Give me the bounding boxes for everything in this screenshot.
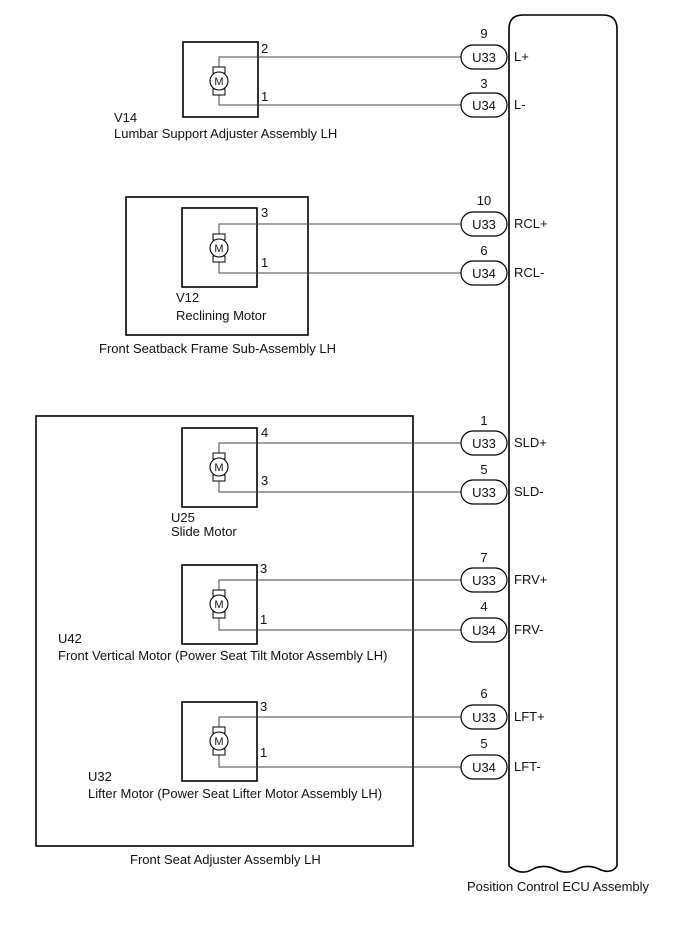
motor-u25-code: U25	[171, 510, 195, 525]
connector-u33-frv-plus	[460, 567, 508, 593]
signal-lft-minus: LFT-	[514, 759, 541, 774]
ecu-label: Position Control ECU Assembly	[467, 879, 650, 894]
motor-v14-name: Lumbar Support Adjuster Assembly LH	[114, 126, 337, 141]
ecu-pin-lft-minus: 5	[480, 736, 487, 751]
motor-v12-icon	[209, 238, 229, 258]
motor-v14-code: V14	[114, 110, 137, 125]
motor-v14-group: M 2 1 V14 Lumbar Support Adjuster Assemb…	[114, 26, 529, 141]
signal-rcl-plus: RCL+	[514, 216, 548, 231]
seat-adjuster-assembly-box	[35, 415, 414, 847]
signal-l-plus: L+	[514, 49, 529, 64]
motor-u42-group: M 3 1 U42 Front Vertical Motor (Power Se…	[58, 550, 547, 663]
motor-u32-pin-0: 3	[260, 699, 267, 714]
motor-u42-symbol: M	[214, 599, 223, 611]
connector-u33-sld-plus-label: U33	[472, 436, 496, 451]
signal-sld-plus: SLD+	[514, 435, 547, 450]
connector-u34-lft-minus	[460, 754, 508, 780]
motor-u25-wire-1	[218, 475, 463, 493]
connector-u33-l-plus	[460, 44, 508, 70]
motor-v12-name: Reclining Motor	[176, 308, 267, 323]
motor-v12-pin-1: 1	[261, 255, 268, 270]
motor-v12-wire-1	[218, 256, 463, 274]
motor-u25-pin-1: 3	[261, 473, 268, 488]
motor-u42-name: Front Vertical Motor (Power Seat Tilt Mo…	[58, 648, 387, 663]
ecu-pin-l-minus: 3	[480, 76, 487, 91]
ecu-pin-lft-plus: 6	[480, 686, 487, 701]
signal-frv-plus: FRV+	[514, 572, 547, 587]
connector-u33-rcl-plus	[460, 211, 508, 237]
motor-u25-pin-0: 4	[261, 425, 268, 440]
seatback-frame-assembly-label: Front Seatback Frame Sub-Assembly LH	[99, 341, 336, 356]
connector-u33-frv-plus-label: U33	[472, 573, 496, 588]
connector-u33-rcl-plus-label: U33	[472, 217, 496, 232]
signal-lft-plus: LFT+	[514, 709, 545, 724]
motor-u32-pin-1: 1	[260, 745, 267, 760]
motor-u42-icon	[209, 594, 229, 614]
motor-u42-pin-1: 1	[260, 612, 267, 627]
motor-u42-box	[181, 564, 258, 645]
motor-v12-box	[181, 207, 258, 288]
motor-v12-group: M 3 1 V12 Reclining Motor 10 U33 RCL+ 6 …	[176, 193, 548, 323]
connector-u34-rcl-minus	[460, 260, 508, 286]
motor-u42-pin-0: 3	[260, 561, 267, 576]
motor-u32-icon	[209, 731, 229, 751]
connector-u34-l-minus	[460, 92, 508, 118]
ecu-pin-frv-minus: 4	[480, 599, 487, 614]
motor-v12-code: V12	[176, 290, 199, 305]
motor-v14-wire-0	[218, 56, 463, 73]
ecu-pin-l-plus: 9	[480, 26, 487, 41]
connector-u33-lft-plus	[460, 704, 508, 730]
motor-v14-box	[182, 41, 259, 118]
ecu-pin-sld-minus: 5	[480, 462, 487, 477]
connector-u33-sld-plus	[460, 430, 508, 456]
connector-u33-sld-minus-label: U33	[472, 485, 496, 500]
connector-u34-lft-minus-label: U34	[472, 760, 496, 775]
motor-u32-name: Lifter Motor (Power Seat Lifter Motor As…	[88, 786, 382, 801]
connector-u34-rcl-minus-label: U34	[472, 266, 496, 281]
motor-u25-box	[181, 427, 258, 508]
connector-u34-l-minus-label: U34	[472, 98, 496, 113]
motor-v12-symbol: M	[214, 243, 223, 255]
motor-u32-wire-0	[218, 716, 463, 733]
motor-u32-wire-1	[218, 749, 463, 768]
motor-u25-wire-0	[218, 442, 463, 459]
motor-u32-box	[181, 701, 258, 782]
ecu-pin-rcl-minus: 6	[480, 243, 487, 258]
connector-u33-lft-plus-label: U33	[472, 710, 496, 725]
motor-u25-icon	[209, 457, 229, 477]
motor-u42-wire-0	[218, 579, 463, 596]
motor-u25-name: Slide Motor	[171, 524, 237, 539]
ecu-pin-sld-plus: 1	[480, 413, 487, 428]
signal-sld-minus: SLD-	[514, 484, 544, 499]
motor-v14-icon	[209, 71, 229, 91]
ecu-body	[508, 14, 618, 873]
motor-v14-symbol: M	[214, 76, 223, 88]
signal-l-minus: L-	[514, 97, 526, 112]
motor-u25-symbol: M	[214, 462, 223, 474]
connector-u33-sld-minus	[460, 479, 508, 505]
motor-v14-wire-1	[218, 89, 463, 106]
signal-frv-minus: FRV-	[514, 622, 543, 637]
connector-u33-l-plus-label: U33	[472, 50, 496, 65]
motor-v14-pin-0: 2	[261, 41, 268, 56]
connector-u34-frv-minus-label: U34	[472, 623, 496, 638]
motor-u32-symbol: M	[214, 736, 223, 748]
motor-u25-group: M 4 3 U25 Slide Motor 1 U33 SLD+ 5 U33 S…	[171, 413, 547, 539]
connector-u34-frv-minus	[460, 617, 508, 643]
seat-adjuster-assembly-label: Front Seat Adjuster Assembly LH	[130, 852, 321, 867]
motor-u42-code: U42	[58, 631, 82, 646]
motor-u32-code: U32	[88, 769, 112, 784]
motor-u32-group: M 3 1 U32 Lifter Motor (Power Seat Lifte…	[88, 686, 545, 801]
seatback-frame-assembly-box	[125, 196, 309, 336]
motor-u42-wire-1	[218, 612, 463, 631]
ecu-pin-frv-plus: 7	[480, 550, 487, 565]
signal-rcl-minus: RCL-	[514, 265, 544, 280]
ecu-pin-rcl-plus: 10	[477, 193, 491, 208]
motor-v12-pin-0: 3	[261, 205, 268, 220]
motor-v12-wire-0	[218, 223, 463, 240]
motor-v14-pin-1: 1	[261, 89, 268, 104]
